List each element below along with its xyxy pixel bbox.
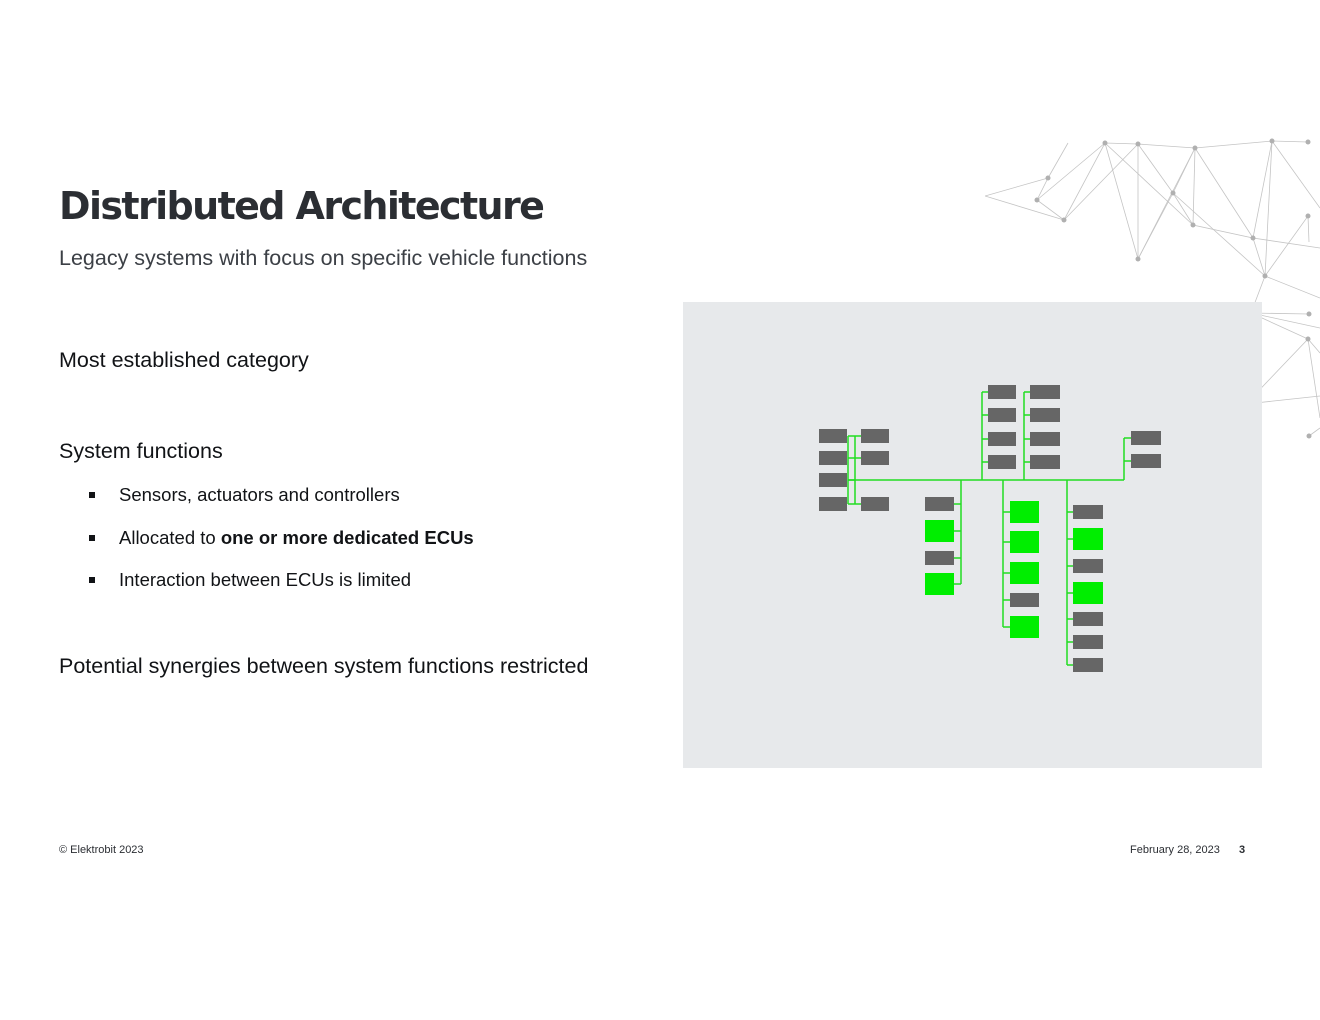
- ecu-box: [1131, 454, 1161, 468]
- slide-subtitle: Legacy systems with focus on specific ve…: [59, 246, 588, 270]
- ecu-box: [861, 429, 889, 443]
- ecu-box: [1030, 432, 1060, 446]
- footer-copyright: © Elektrobit 2023: [59, 844, 144, 856]
- ecu-network-diagram: [819, 385, 1161, 672]
- ecu-box: [1030, 385, 1060, 399]
- list-item: Allocated to one or more dedicated ECUs: [59, 527, 474, 570]
- ecu-box-highlighted: [1073, 582, 1103, 604]
- ecu-box-highlighted: [1010, 616, 1039, 638]
- ecu-box: [861, 497, 889, 511]
- bullet-text-emphasis: one or more dedicated ECUs: [220, 526, 474, 548]
- ecu-box: [1010, 593, 1039, 607]
- ecu-box: [819, 451, 847, 465]
- ecu-box: [988, 455, 1016, 469]
- bullet-text: Allocated to: [119, 526, 221, 548]
- ecu-box-highlighted: [1010, 531, 1039, 553]
- bullet-square-icon: [89, 577, 95, 583]
- ecu-boxes: [819, 385, 1161, 672]
- ecu-box: [819, 429, 847, 443]
- bullet-square-icon: [89, 534, 95, 541]
- slide-title: Distributed Architecture: [59, 184, 545, 228]
- ecu-box: [1073, 658, 1103, 672]
- ecu-box-highlighted: [925, 573, 954, 595]
- ecu-box-highlighted: [1073, 528, 1103, 550]
- ecu-box: [988, 432, 1016, 446]
- point-established-category: Most established category: [59, 348, 309, 372]
- bus-lines: [847, 391, 1131, 666]
- ecu-box: [819, 497, 847, 511]
- ecu-box: [1030, 408, 1060, 422]
- ecu-box: [1030, 455, 1060, 469]
- bullet-text: Interaction between ECUs is limited: [119, 569, 412, 590]
- system-functions-list: Sensors, actuators and controllers Alloc…: [59, 484, 474, 612]
- list-item: Interaction between ECUs is limited: [59, 569, 474, 612]
- network-decoration: [985, 138, 1320, 439]
- ecu-box: [988, 408, 1016, 422]
- ecu-box: [1073, 635, 1103, 649]
- ecu-box: [1131, 431, 1161, 445]
- page-number: 3: [1239, 844, 1246, 856]
- point-synergies-restricted: Potential synergies between system funct…: [59, 654, 589, 678]
- ecu-box-highlighted: [1010, 501, 1039, 523]
- list-item: Sensors, actuators and controllers: [59, 484, 474, 527]
- footer-date: February 28, 2023: [1130, 844, 1220, 856]
- ecu-box: [1073, 612, 1103, 626]
- ecu-box: [1073, 505, 1103, 519]
- point-system-functions: System functions: [59, 439, 223, 463]
- ecu-box: [861, 451, 889, 465]
- ecu-box: [1073, 559, 1103, 573]
- ecu-box: [925, 497, 954, 511]
- ecu-box-highlighted: [1010, 562, 1039, 584]
- ecu-box: [819, 473, 847, 487]
- ecu-box: [925, 551, 954, 565]
- bullet-square-icon: [89, 492, 95, 498]
- ecu-box-highlighted: [925, 520, 954, 542]
- architecture-diagram-panel: [683, 302, 1262, 768]
- ecu-box: [988, 385, 1016, 399]
- bullet-text: Sensors, actuators and controllers: [119, 484, 400, 505]
